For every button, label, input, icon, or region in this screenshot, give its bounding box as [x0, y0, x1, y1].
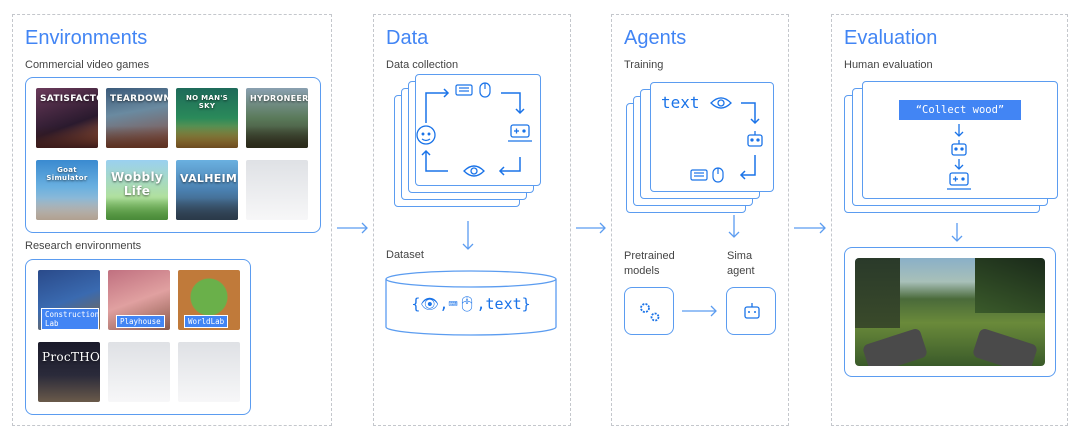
research-environments-box: Construction Lab Playhouse WorldLab Proc…	[25, 259, 251, 415]
mouse-icon	[479, 82, 491, 98]
research-thumb-empty-2	[178, 342, 240, 402]
human-evaluation-label: Human evaluation	[844, 59, 933, 71]
training-text-label: text	[661, 93, 700, 112]
arrow-right-icon	[794, 222, 826, 234]
eye-icon	[710, 97, 732, 109]
data-down-arrow	[462, 221, 474, 250]
agents-title: Agents	[624, 27, 687, 49]
agents-panel: Agents Training text	[611, 14, 789, 426]
dataset-cylinder	[385, 270, 557, 336]
gamepad-icon	[508, 124, 532, 142]
game-thumb-goat-simulator: Goat Simulator	[36, 160, 98, 220]
eval-down-arrow	[951, 223, 963, 242]
instruction-banner: “Collect wood”	[899, 100, 1021, 120]
gear-icon	[640, 303, 660, 322]
game-thumb-wobbly-life: Wobbly Life	[106, 160, 168, 220]
collection-card-front	[415, 74, 541, 186]
agents-down-arrow	[728, 215, 740, 238]
robot-icon	[744, 303, 760, 319]
game-thumb-valheim: VALHEIM	[176, 160, 238, 220]
commercial-games-box: SATISFACTORY TEARDOWN NO MAN'S SKY HYDRO…	[25, 77, 321, 233]
loop-arrows	[421, 88, 525, 176]
game-thumb-satisfactory: SATISFACTORY	[36, 88, 98, 148]
gameplay-screenshot-frame	[844, 247, 1056, 377]
collection-loop-diagram	[416, 82, 532, 177]
game-thumb-teardown: TEARDOWN	[106, 88, 168, 148]
arrow-right-icon	[682, 305, 717, 317]
data-title: Data	[386, 27, 429, 49]
game-thumb-no-mans-sky: NO MAN'S SKY	[176, 88, 238, 148]
evaluation-panel: Evaluation Human evaluation “Collect woo…	[831, 14, 1068, 426]
eval-card-front: “Collect wood”	[862, 81, 1058, 199]
mouse-icon	[712, 167, 724, 183]
gamepad-icon	[947, 172, 971, 190]
research-thumb-worldlab: WorldLab	[178, 270, 240, 330]
research-thumb-empty-1	[108, 342, 170, 402]
pretrained-models-label: Pretrained models	[624, 250, 675, 277]
game-thumb-hydroneer: HYDRONEER	[246, 88, 308, 148]
environments-title: Environments	[25, 27, 148, 49]
training-diagram	[690, 97, 763, 183]
eye-icon	[463, 165, 485, 177]
eval-diagram	[947, 124, 971, 190]
keyboard-icon	[455, 84, 473, 96]
commercial-games-label: Commercial video games	[25, 59, 150, 71]
robot-icon	[747, 131, 763, 147]
dataset-contents: {👁,⌨🖱,text}	[411, 295, 531, 313]
pretrained-models-box	[624, 287, 674, 335]
research-environments-label: Research environments	[25, 240, 142, 252]
research-thumb-construction-lab: Construction Lab	[38, 270, 100, 330]
keyboard-icon	[690, 169, 708, 181]
arrow-right-icon	[337, 222, 368, 234]
gameplay-screenshot	[855, 258, 1045, 366]
face-icon	[416, 125, 436, 145]
training-card-front: text	[650, 82, 774, 192]
research-thumb-playhouse: Playhouse	[108, 270, 170, 330]
data-panel: Data Data collection	[373, 14, 571, 426]
game-thumb-empty	[246, 160, 308, 220]
training-label: Training	[624, 59, 664, 71]
arrow-right-icon	[576, 222, 606, 234]
evaluation-title: Evaluation	[844, 27, 938, 49]
data-collection-label: Data collection	[386, 59, 459, 71]
sima-agent-label: Sima agent	[727, 250, 755, 277]
research-thumb-procthor: ProcTHOR	[38, 342, 100, 402]
environments-panel: Environments Commercial video games SATI…	[12, 14, 332, 426]
dataset-label: Dataset	[386, 249, 424, 261]
sima-agent-box	[726, 287, 776, 335]
robot-icon	[951, 140, 967, 156]
